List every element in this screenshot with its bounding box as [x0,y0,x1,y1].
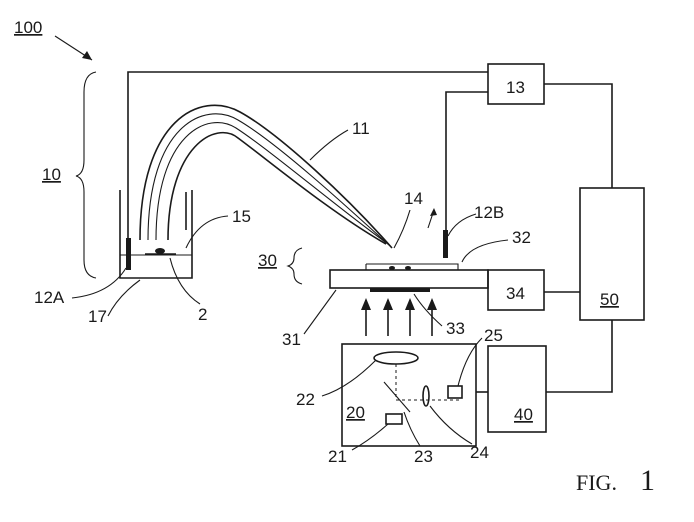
label-17: 17 [88,307,107,326]
layer-33 [370,288,430,292]
leader-23 [403,411,421,447]
light-arrowhead-3 [405,298,415,310]
wire-40-50 [546,320,613,393]
wire-13-12b [445,91,488,230]
mirror-23 [383,381,411,413]
label-100: 100 [14,18,42,37]
lens-22 [373,351,419,365]
group-10-brace [75,71,97,279]
label-40: 40 [514,405,533,424]
leader-14 [393,209,411,249]
label-31: 31 [282,330,301,349]
leader-21 [351,423,389,451]
leader-2 [169,257,201,305]
wire-13-50 [544,83,613,188]
system-arrowhead [82,51,92,60]
label-13: 13 [506,78,525,97]
label-23: 23 [414,447,433,466]
leader-24 [429,405,473,445]
leader-12a [71,267,127,299]
container-17 [119,190,193,279]
label-21: 21 [328,447,347,466]
light-arrowhead-2 [383,298,393,310]
label-30: 30 [258,251,277,270]
label-25: 25 [484,326,503,345]
leader-12b [447,213,477,237]
leader-25 [457,337,483,387]
figure-caption-prefix: FIG. [576,470,617,495]
leader-15 [185,215,229,249]
tube-11-inner [155,122,389,245]
detector-25 [447,385,463,399]
light-arrowhead-1 [361,298,371,310]
source-21 [385,413,403,425]
leader-22 [321,359,377,397]
tip-arrowhead [430,208,437,216]
wire-12a-13 [127,71,488,262]
electrode-12a [126,238,131,270]
label-34: 34 [506,284,525,303]
label-12b: 12B [474,203,504,222]
light-arrowhead-4 [427,298,437,310]
box-40 [487,345,547,433]
stage-30-brace [286,247,303,285]
figure-caption-number: 1 [640,464,655,497]
leader-11 [309,129,349,161]
leader-33 [413,293,443,327]
label-24: 24 [470,443,489,462]
label-2: 2 [198,305,207,324]
leader-17 [107,279,141,317]
tube-11-mid [147,113,391,247]
spot-2 [405,266,411,270]
label-12a: 12A [34,288,65,307]
lens-24 [422,385,430,407]
plate-32-top [366,263,459,270]
stage-plate [329,269,489,289]
label-14: 14 [404,189,423,208]
label-33: 33 [446,319,465,338]
leader-31 [303,289,337,335]
label-11: 11 [352,119,370,138]
spot-1 [389,266,395,270]
label-10: 10 [42,165,61,184]
tube-11-inner2 [167,131,387,245]
tube-11-outer [139,104,393,249]
box-34 [487,269,545,311]
optical-path [395,364,460,401]
label-32: 32 [512,228,531,247]
label-50: 50 [600,290,619,309]
label-20: 20 [346,403,365,422]
leader-32 [461,239,509,263]
label-22: 22 [296,390,315,409]
label-15: 15 [232,207,251,226]
box-20 [341,343,477,447]
electrode-12b [443,230,448,258]
sample-2-drop [155,248,165,254]
